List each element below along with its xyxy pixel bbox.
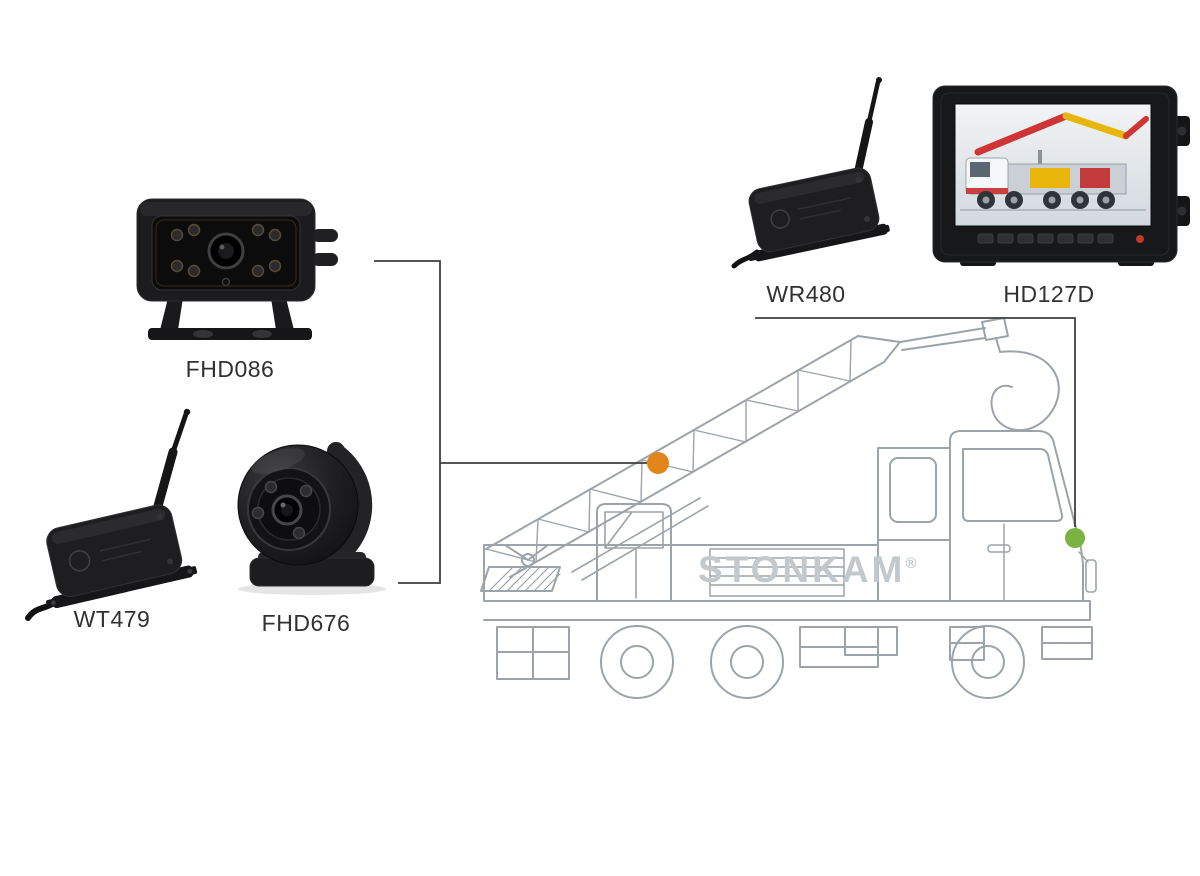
monitor-screen	[954, 103, 1152, 227]
front-mirror	[1085, 559, 1097, 593]
right-group-connector	[755, 317, 1076, 527]
fhd086-label: FHD086	[185, 356, 275, 382]
crane-cab-window	[604, 511, 664, 599]
fhd086-camera-image	[136, 198, 338, 340]
vent-louvers	[709, 548, 845, 597]
camera-connector	[312, 253, 338, 266]
ir-leds	[251, 480, 313, 540]
boom-tip	[857, 327, 986, 363]
hd127d-label: HD127D	[1003, 281, 1095, 307]
front-step	[1041, 626, 1093, 660]
toolbox	[799, 626, 879, 668]
brand-emblem	[68, 549, 91, 572]
front-wheel	[951, 625, 1025, 699]
door-handle	[987, 544, 1011, 553]
front-wheel-hub	[971, 645, 1005, 679]
crane-cab	[596, 503, 672, 602]
rear-wheel-2	[710, 625, 784, 699]
boom-pivot-mount	[504, 544, 549, 561]
hd127d-monitor-image	[932, 85, 1190, 266]
wr480-receiver-image	[731, 77, 890, 269]
camera-connector	[312, 229, 338, 242]
brand-emblem	[770, 209, 790, 229]
rear-wheel-2-hub	[730, 645, 764, 679]
wr480-label: WR480	[766, 281, 846, 307]
cab-rear-window	[889, 457, 937, 523]
hatched-step	[480, 566, 561, 592]
bracket-hole	[252, 330, 272, 338]
bracket-hole	[193, 330, 213, 338]
boom-cylinder	[571, 497, 709, 581]
cab-camera-marker	[1065, 528, 1085, 548]
boom-bottom-chord	[509, 361, 885, 578]
hatch-lines	[488, 566, 561, 592]
wt479-label: WT479	[73, 606, 151, 632]
cab-window	[962, 448, 1064, 522]
battery-box	[844, 626, 898, 656]
boom-top-chord	[485, 335, 859, 550]
connector-lines	[374, 260, 1076, 584]
rear-wheel-1-hub	[620, 645, 654, 679]
antenna	[854, 118, 873, 176]
monitor-buttons	[977, 233, 1114, 244]
left-group-connector	[374, 260, 441, 584]
driver-cab	[949, 430, 1084, 602]
crane-truck-drawing	[480, 317, 1097, 699]
crane-hook	[990, 350, 1060, 432]
cab-rear-section	[877, 447, 951, 602]
mirror-arm	[1078, 551, 1089, 563]
ir-leds	[170, 223, 282, 278]
antenna	[153, 447, 178, 511]
outrigger-box	[496, 626, 570, 680]
cab-step	[949, 626, 985, 661]
boom-lattice	[485, 339, 852, 563]
boom-camera-marker	[647, 452, 669, 474]
chassis	[483, 544, 1091, 621]
hook-block	[981, 317, 1009, 353]
fhd676-camera-image	[237, 442, 386, 595]
fhd676-label: FHD676	[261, 610, 351, 636]
power-led	[1136, 235, 1144, 243]
rear-wheel-1	[600, 625, 674, 699]
wt479-transmitter-image	[25, 408, 198, 621]
